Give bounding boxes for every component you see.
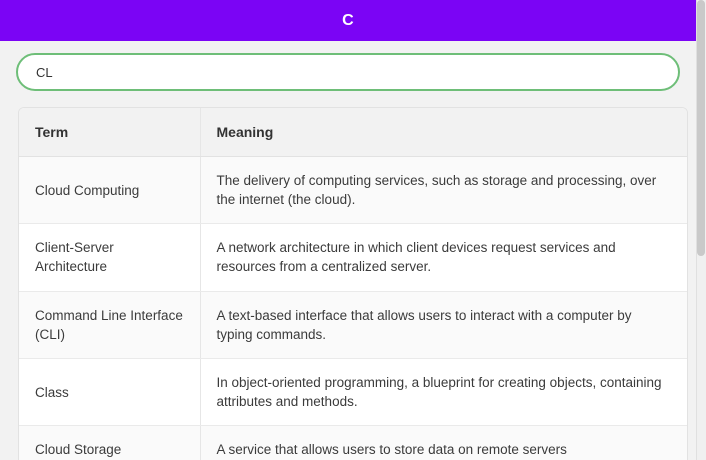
cell-meaning: A service that allows users to store dat… [200,425,687,460]
cell-meaning: In object-oriented programming, a bluepr… [200,358,687,427]
page-scrollbar[interactable] [696,0,706,460]
table-row[interactable]: Command Line Interface (CLI) A text-base… [19,291,687,359]
search-bar [0,41,696,91]
table-header: Term Meaning [19,108,687,157]
column-header-meaning[interactable]: Meaning [200,108,687,157]
cell-meaning: A text-based interface that allows users… [200,291,687,359]
cell-term: Command Line Interface (CLI) [19,291,201,359]
page-title: C [342,11,354,29]
column-header-term[interactable]: Term [19,108,201,157]
glossary-table: Term Meaning Cloud Computing The deliver… [19,108,687,460]
table-body: Cloud Computing The delivery of computin… [19,156,687,460]
table-row[interactable]: Class In object-oriented programming, a … [19,358,687,427]
table-row[interactable]: Client-Server Architecture A network arc… [19,223,687,292]
cell-meaning: A network architecture in which client d… [200,223,687,292]
cell-meaning: The delivery of computing services, such… [200,156,687,225]
cell-term: Cloud Computing [19,156,201,225]
cell-term: Cloud Storage [19,425,201,460]
cell-term: Client-Server Architecture [19,223,201,292]
table-header-row: Term Meaning [19,108,687,157]
search-input[interactable] [16,53,680,91]
glossary-table-container: Term Meaning Cloud Computing The deliver… [18,107,688,460]
cell-term: Class [19,358,201,427]
page-scrollbar-thumb[interactable] [697,0,705,256]
app-header: C [0,0,696,41]
table-row[interactable]: Cloud Computing The delivery of computin… [19,156,687,225]
table-row[interactable]: Cloud Storage A service that allows user… [19,425,687,460]
